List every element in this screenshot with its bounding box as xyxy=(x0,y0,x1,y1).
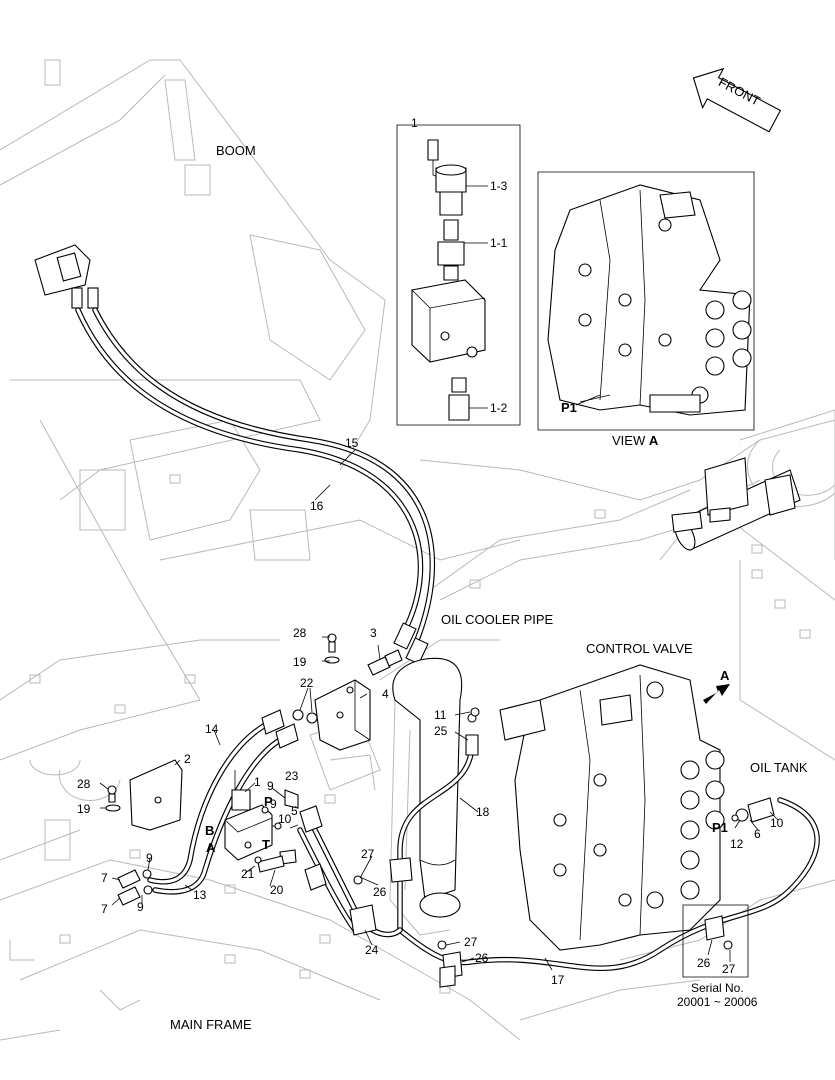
detail-labels: 1 1-3 1-1 1-2 xyxy=(411,116,508,415)
bracket-4 xyxy=(314,679,371,751)
hose-17 xyxy=(397,797,820,988)
callout-14: 14 xyxy=(205,722,219,736)
callout-27c: 27 xyxy=(722,962,736,976)
serial-inset xyxy=(682,904,749,978)
boom-fittings xyxy=(34,244,99,309)
callout-7a: 7 xyxy=(101,871,108,885)
callout-26b: 26 xyxy=(475,951,489,965)
callout-15: 15 xyxy=(345,436,359,450)
caption-port-a: A xyxy=(206,840,216,855)
callout-26c: 26 xyxy=(697,956,711,970)
callout-27b: 27 xyxy=(464,935,478,949)
hoses-13-14 xyxy=(147,709,403,938)
caption-p1-main: P1 xyxy=(712,820,728,835)
hoses-15-16 xyxy=(75,307,435,665)
caption-oil-tank: OIL TANK xyxy=(750,760,808,775)
callout-9d: 9 xyxy=(137,900,144,914)
caption-port-t: T xyxy=(262,837,270,852)
callout-9b: 9 xyxy=(270,797,277,811)
detail-label-cartridge: 1-1 xyxy=(490,236,508,250)
solenoid-valve-assembly xyxy=(224,770,273,861)
view-a-arrow xyxy=(703,684,730,704)
caption-view-a: VIEW A xyxy=(612,433,659,448)
callout-18: 18 xyxy=(476,805,490,819)
front-arrow xyxy=(692,67,782,133)
caption-port-p: P xyxy=(264,794,273,809)
callout-21: 21 xyxy=(241,867,255,881)
callout-22: 22 xyxy=(300,676,314,690)
callout-5: 5 xyxy=(291,804,298,818)
hose-18 xyxy=(389,713,479,933)
callout-9a: 9 xyxy=(267,779,274,793)
view-a-inset xyxy=(537,171,755,431)
background-structure xyxy=(0,59,835,1041)
callout-28b: 28 xyxy=(77,777,91,791)
callout-6: 6 xyxy=(754,827,761,841)
caption-boom: BOOM xyxy=(216,143,256,158)
caption-p1-inset: P1 xyxy=(561,400,577,415)
caption-arrow-a: A xyxy=(720,668,730,683)
callout-2: 2 xyxy=(184,752,191,766)
callouts: 15 16 28 19 3 22 4 14 2 28 19 1 9 23 9 1… xyxy=(77,436,784,987)
callout-25: 25 xyxy=(434,724,448,738)
callout-27a: 27 xyxy=(361,847,375,861)
leader-lines xyxy=(99,394,779,971)
callout-16: 16 xyxy=(310,499,324,513)
callout-10a: 10 xyxy=(278,812,292,826)
vertical-tube xyxy=(392,657,463,918)
callout-10b: 10 xyxy=(770,816,784,830)
caption-serial-title: Serial No. xyxy=(691,981,744,995)
callout-17: 17 xyxy=(551,973,565,987)
oil-cooler-pipe xyxy=(671,457,801,551)
callout-7b: 7 xyxy=(101,902,108,916)
control-valve xyxy=(499,664,725,951)
callout-3: 3 xyxy=(370,626,377,640)
callout-19b: 19 xyxy=(77,802,91,816)
small-fittings xyxy=(105,633,733,950)
callout-20: 20 xyxy=(270,883,284,897)
callout-24: 24 xyxy=(365,943,379,957)
detail-label-main: 1 xyxy=(411,116,418,130)
caption-serial-range: 20001 ~ 20006 xyxy=(677,995,758,1009)
callout-19a: 19 xyxy=(293,655,307,669)
detail-inset-valve-1 xyxy=(396,124,521,426)
callout-4: 4 xyxy=(382,687,389,701)
callout-26a: 26 xyxy=(373,885,387,899)
callout-28a: 28 xyxy=(293,626,307,640)
caption-main-frame: MAIN FRAME xyxy=(170,1017,252,1032)
callout-9c: 9 xyxy=(146,851,153,865)
detail-label-plug: 1-2 xyxy=(490,401,508,415)
caption-oil-cooler-pipe: OIL COOLER PIPE xyxy=(441,612,554,627)
caption-port-b: B xyxy=(205,823,214,838)
callout-1: 1 xyxy=(254,775,261,789)
callout-12: 12 xyxy=(730,837,744,851)
callout-13: 13 xyxy=(193,888,207,902)
detail-label-coil: 1-3 xyxy=(490,179,508,193)
callout-11: 11 xyxy=(434,708,447,722)
bracket-2 xyxy=(129,759,183,831)
caption-control-valve: CONTROL VALVE xyxy=(586,641,693,656)
callout-23: 23 xyxy=(285,769,299,783)
